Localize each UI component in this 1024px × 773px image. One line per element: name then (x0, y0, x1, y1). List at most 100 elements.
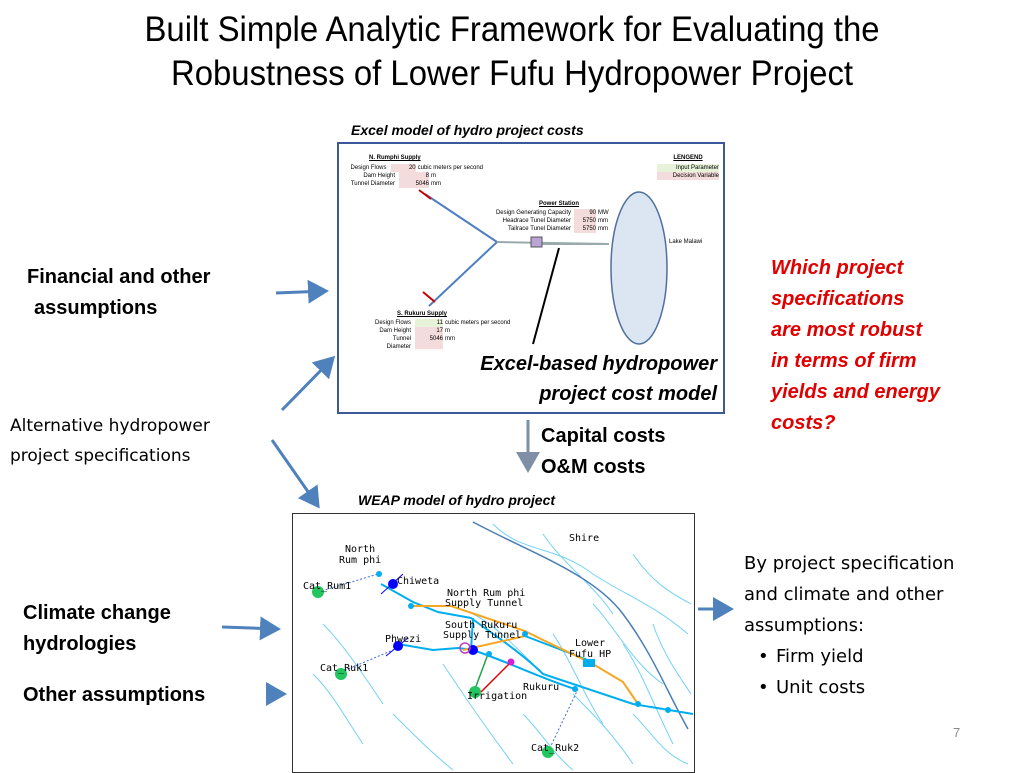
power-row-unit: mm (598, 218, 608, 224)
weap-schematic (312, 521, 694, 771)
alternatives-to-excel-arrow (280, 355, 336, 412)
north-supply-line (424, 193, 498, 243)
river-node (486, 651, 492, 657)
financial-line-2: assumptions (34, 297, 158, 319)
irrigation-label: Irrigation (467, 691, 528, 702)
south-row: Design Flows 11 cubic meters per second (371, 319, 510, 327)
north-row-label: Dam Height (363, 173, 395, 179)
north-row-value: 8 (399, 172, 429, 180)
south-row-value: 5046 (415, 335, 443, 351)
north-row-value: 5046 (399, 180, 429, 188)
costs-output-label: Capital costs O&M costs (541, 421, 665, 483)
south-row-label: Dam Height (379, 328, 411, 334)
reservoir-marker (380, 573, 404, 595)
question-line: costs? (771, 412, 836, 434)
north-row-unit: m (431, 173, 436, 179)
south-supply-table: Design Flows 11 cubic meters per second … (371, 319, 510, 351)
question-line: Which project (771, 257, 904, 279)
weap-caption: WEAP model of hydro project (358, 492, 556, 508)
south-row-unit: m (445, 328, 450, 334)
north-row-unit: cubic meters per second (417, 165, 483, 171)
north-supply-table: Design Flows 20 cubic meters per second … (343, 164, 483, 188)
river-node (572, 686, 578, 692)
other-assumptions-label: Other assumptions (23, 684, 206, 706)
south-row-label: Design Flows (374, 320, 411, 326)
river-node (376, 571, 382, 577)
title-line-2: Robustness of Lower Fufu Hydropower Proj… (170, 54, 854, 93)
power-row-unit: mm (598, 226, 608, 232)
excel-model-panel: N. Rumphi Supply Design Flows 20 cubic m… (337, 142, 725, 414)
power-row-label: Tailrace Tunel Diameter (507, 226, 571, 232)
north-row-value: 20 (390, 164, 416, 172)
results-intro-line: assumptions: (744, 615, 865, 636)
irrigation-return-link (480, 661, 512, 693)
north-row: Dam Height 8 m (343, 172, 483, 180)
south-row-value: 17 (415, 327, 443, 335)
irrigation-node (469, 686, 481, 698)
financial-to-excel-arrow (275, 279, 329, 304)
reservoir-node (388, 579, 398, 589)
lower-fufu-label-2: Fufu HP (569, 649, 612, 660)
results-item-unit-costs: Unit costs (776, 672, 954, 703)
capital-costs-text: Capital costs (541, 425, 666, 447)
return-flow-node (507, 658, 515, 666)
river-node (408, 603, 414, 609)
excel-schematic (418, 189, 668, 345)
power-row-value: 90 (574, 209, 596, 217)
cat-rum1-label: Cat_Rum1 (303, 581, 352, 592)
river-node (522, 631, 528, 637)
north-row-label: Tunnel Diameter (350, 181, 395, 187)
legend-input-parameter: Input Parameter (657, 164, 719, 172)
irrigation-supply-link (474, 653, 489, 690)
results-intro-line: and climate and other (744, 584, 944, 605)
catchment-node (335, 668, 347, 680)
legend-title: LENGEND (673, 155, 703, 161)
south-row-unit: cubic meters per second (445, 320, 511, 326)
slide-title: Built Simple Analytic Framework for Eval… (31, 8, 994, 96)
south-supply-line (428, 241, 498, 307)
south-row: Tunnel Diameter 5046 mm (371, 335, 510, 351)
excel-model-label-line-2: project cost model (539, 383, 717, 405)
shire-label: Shire (569, 533, 600, 544)
chiweta-label: Chiweta (397, 576, 440, 587)
south-supply-title: S. Rukuru Supply (397, 311, 448, 317)
weap-nodes (312, 571, 671, 758)
power-station-box (530, 236, 543, 248)
robustness-question: Which project specifications are most ro… (771, 253, 940, 439)
results-list: Firm yield Unit costs (744, 641, 954, 703)
power-row-label: Headrace Tunel Diameter (502, 218, 571, 224)
alt-line-1: Alternative hydropower (10, 416, 210, 436)
question-line: in terms of firm (771, 350, 917, 372)
excel-caption: Excel model of hydro project costs (351, 122, 584, 138)
power-row-unit: MW (598, 210, 609, 216)
page-number: 7 (953, 725, 961, 740)
north-rumphi-label-2: Rum phi (339, 555, 382, 566)
phwezi-label: Phwezi (385, 634, 422, 645)
shire-river (472, 521, 689, 730)
climate-line-1: Climate change (23, 602, 171, 624)
results-intro-line: By project specification (744, 553, 955, 574)
north-rumphi-label-1: North (345, 544, 376, 555)
reservoir-marker (385, 637, 409, 657)
question-line: are most robust (771, 319, 923, 341)
south-tunnel-label-1: South Rukuru (445, 620, 518, 631)
pointer-line (532, 247, 560, 345)
excel-model-label: Excel-based hydropower project cost mode… (399, 349, 717, 409)
power-row-value: 5750 (574, 217, 596, 225)
north-tunnel-label-2: Supply Tunnel (445, 598, 524, 609)
climate-line-2: hydrologies (23, 633, 137, 655)
north-row: Design Flows 20 cubic meters per second (343, 164, 483, 172)
north-row-label: Design Flows (350, 165, 387, 171)
results-item-firm-yield: Firm yield (776, 641, 954, 672)
south-row: Dam Height 17 m (371, 327, 510, 335)
north-row: Tunnel Diameter 5046 mm (343, 180, 483, 188)
results-text: By project specification and climate and… (744, 548, 954, 703)
weap-model-panel: Shire North Rum phi Cat_Rum1 Chiweta Nor… (292, 513, 695, 773)
power-station-table: Design Generating Capacity 90 MW Headrac… (489, 209, 609, 233)
catchment-node (542, 746, 554, 758)
financial-line-1: Financial and other (27, 266, 211, 288)
lower-fufu-label-1: Lower (575, 638, 606, 649)
question-line: yields and energy (771, 381, 940, 403)
question-line: specifications (771, 288, 905, 310)
south-tunnel-label-2: Supply Tunnel (443, 630, 522, 641)
